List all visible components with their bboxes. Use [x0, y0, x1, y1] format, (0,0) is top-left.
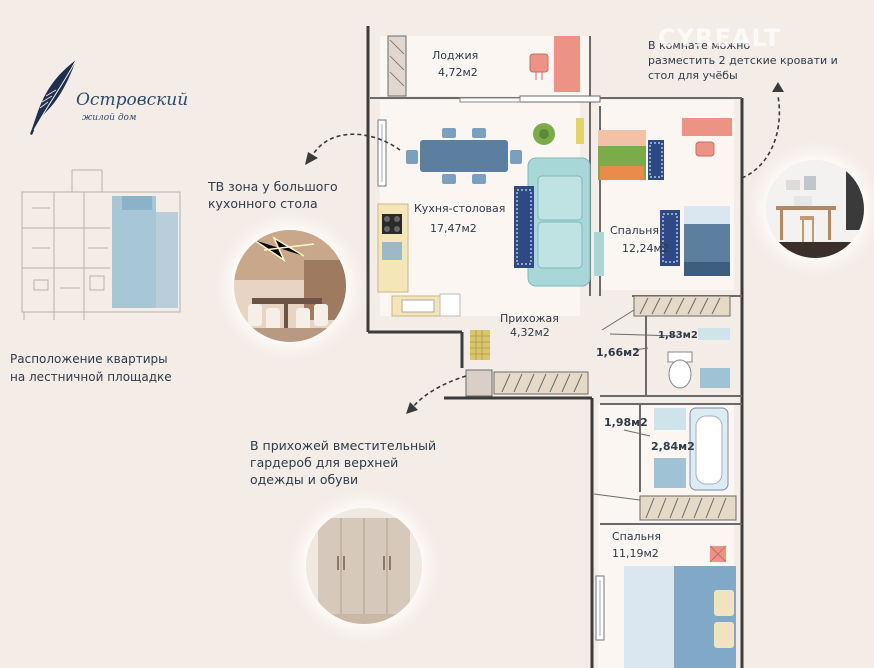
feather-icon	[30, 59, 77, 135]
room-area-wc: 1,83м2	[658, 330, 698, 341]
toilet	[667, 351, 693, 389]
wardrobe-bedroom	[633, 295, 731, 317]
watermark: CYREALT	[658, 24, 782, 52]
apartment-highlight	[112, 196, 156, 308]
bathtub	[689, 407, 729, 491]
wardrobe-note-line2: гардероб для верхней	[250, 455, 399, 470]
kids-room-note-line3: стол для учёбы	[648, 69, 738, 82]
loggia-chair	[529, 53, 549, 73]
wardrobe-note-line1: В прихожей вместительный	[250, 438, 437, 453]
tv-zone-note-line1: ТВ зона у большого	[208, 179, 338, 194]
wardrobe-note-line3: одежды и обуви	[250, 472, 359, 487]
brand-subtitle: жилой дом	[82, 113, 137, 123]
kids-room-note-line1: В комнате можно	[648, 39, 751, 52]
room-area-corridor2: 1,98м2	[604, 416, 648, 429]
room-area-bedroom2: 11,19м2	[612, 547, 659, 560]
kids-bed-1	[598, 130, 646, 180]
wardrobe-photo	[306, 508, 422, 624]
room-name-bedroom2: Спальня	[612, 530, 661, 543]
tv-zone-note-line2: кухонного стола	[208, 196, 318, 211]
room-area-loggia: 4,72м2	[438, 66, 478, 79]
room-name-bedroom1: Спальня	[610, 224, 659, 237]
location-caption-line2: на лестничной площадке	[10, 370, 172, 384]
dining-table	[406, 128, 522, 184]
room-area-hall: 4,32м2	[510, 326, 550, 339]
hall-wardrobe	[465, 369, 589, 397]
kids-bed-2	[684, 206, 730, 276]
room-name-hall: Прихожая	[500, 312, 559, 325]
sofa	[527, 157, 591, 287]
room-area-bedroom1: 12,24м2	[622, 242, 669, 255]
room-name-loggia: Лоджия	[432, 49, 479, 62]
kitchen-counter	[377, 203, 461, 317]
location-caption-line1: Расположение квартиры	[10, 352, 168, 366]
loggia-desk	[554, 36, 580, 92]
doormat	[470, 330, 490, 360]
brand-name: Островский	[76, 90, 189, 110]
dining-room-photo	[234, 230, 346, 342]
double-bed	[624, 566, 736, 668]
kids-room-note-line2: разместить 2 детские кровати и	[648, 54, 838, 67]
study-desk-photo	[766, 160, 864, 258]
room-area-kitchen: 17,47м2	[430, 222, 477, 235]
rug	[514, 186, 534, 268]
room-area-corridor1: 1,66м2	[596, 346, 640, 359]
room-area-bath: 2,84м2	[651, 440, 695, 453]
wardrobe-bedroom2	[639, 495, 737, 521]
location-floor-plan	[21, 169, 181, 320]
room-name-kitchen: Кухня-столовая	[414, 202, 506, 215]
dashed-arrow-icon	[311, 95, 781, 409]
